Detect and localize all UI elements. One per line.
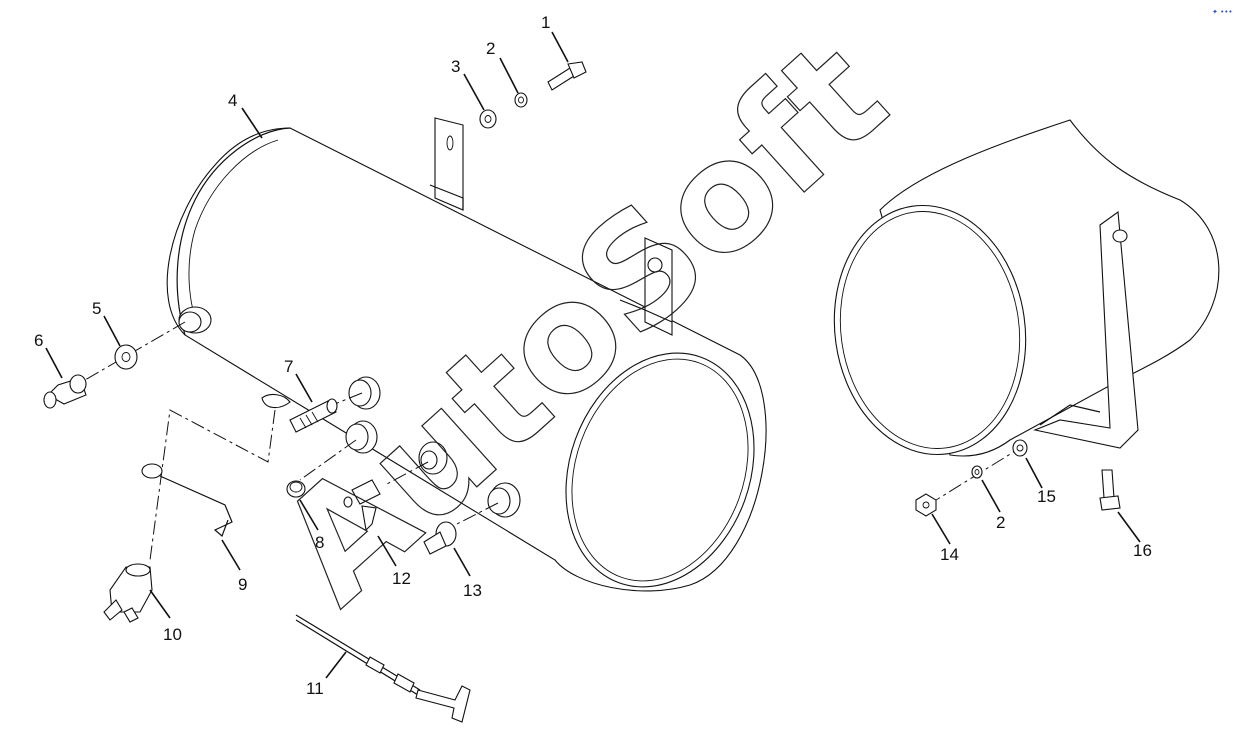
tank-port-side-1 — [348, 376, 381, 410]
leader-2-right — [981, 479, 1001, 513]
leader-13 — [453, 547, 471, 577]
air-tank-right-installed — [833, 119, 1220, 457]
leader-5 — [103, 315, 121, 347]
callout-2-right: 2 — [996, 513, 1005, 532]
centerline-valve-12 — [384, 461, 429, 486]
callout-1: 1 — [541, 13, 550, 32]
callout-labels: 1 2 3 4 5 6 7 8 9 10 11 12 13 14 2 15 16 — [34, 13, 1152, 698]
part-9-bracket-clip — [141, 463, 233, 538]
tank-port-side-4 — [487, 482, 521, 518]
callout-13: 13 — [463, 581, 482, 600]
part-3-washer — [479, 109, 497, 129]
part-5-gasket — [114, 344, 138, 370]
part-7-valve — [289, 398, 338, 433]
leader-12 — [377, 535, 397, 567]
leader-7 — [295, 373, 313, 403]
callout-5: 5 — [92, 299, 101, 318]
centerline-plug-8 — [299, 439, 357, 481]
part-15-washer — [1012, 439, 1028, 457]
part-8-plug — [286, 480, 306, 498]
callout-9: 9 — [238, 575, 247, 594]
leader-6 — [45, 347, 63, 379]
tank-port-drain — [261, 393, 291, 409]
callout-8: 8 — [315, 533, 324, 552]
leader-9 — [221, 539, 241, 571]
part-10-drain-valve — [103, 563, 153, 623]
leader-4 — [241, 107, 263, 139]
callout-11: 11 — [306, 679, 324, 698]
part-12-valve-lever — [343, 479, 381, 532]
leader-15 — [1025, 457, 1043, 489]
centerline-drain — [149, 409, 276, 561]
callout-10: 10 — [163, 625, 182, 644]
tank-port-end — [178, 306, 212, 334]
leader-8 — [299, 499, 319, 531]
part-16-bolt — [1099, 469, 1121, 511]
callout-12: 12 — [392, 569, 411, 588]
callout-7: 7 — [284, 357, 293, 376]
leader-10 — [149, 589, 171, 619]
mounting-strap-right — [1033, 210, 1139, 449]
leader-3 — [463, 73, 485, 111]
air-tank-left — [166, 127, 767, 592]
part-6-fitting — [43, 374, 87, 409]
callout-16: 16 — [1133, 541, 1152, 560]
leader-11 — [325, 651, 347, 679]
part-14-nut — [915, 493, 937, 517]
callout-6: 6 — [34, 331, 43, 350]
leader-16 — [1117, 511, 1141, 543]
corner-mark: ✦ ••• — [1212, 8, 1232, 16]
callout-14: 14 — [940, 545, 959, 564]
mounting-bracket-front — [619, 237, 673, 336]
part-1-bolt — [547, 61, 587, 91]
leader-1 — [551, 31, 569, 63]
leader-14 — [931, 513, 951, 545]
callout-3: 3 — [451, 57, 460, 76]
callout-2: 2 — [486, 39, 495, 58]
mounting-bracket-rear — [429, 117, 464, 211]
part-2-lock-washer — [514, 92, 528, 108]
tank-port-side-3 — [418, 441, 448, 475]
part-2-lock-washer-right — [971, 465, 983, 479]
part-13-fitting — [423, 521, 457, 555]
callout-15: 15 — [1037, 487, 1056, 506]
part-11-pull-cable — [295, 614, 471, 723]
callout-4: 4 — [228, 91, 237, 110]
leader-2 — [499, 57, 519, 94]
centerline-fitting-13 — [454, 502, 499, 526]
leader-lines — [45, 31, 1141, 679]
